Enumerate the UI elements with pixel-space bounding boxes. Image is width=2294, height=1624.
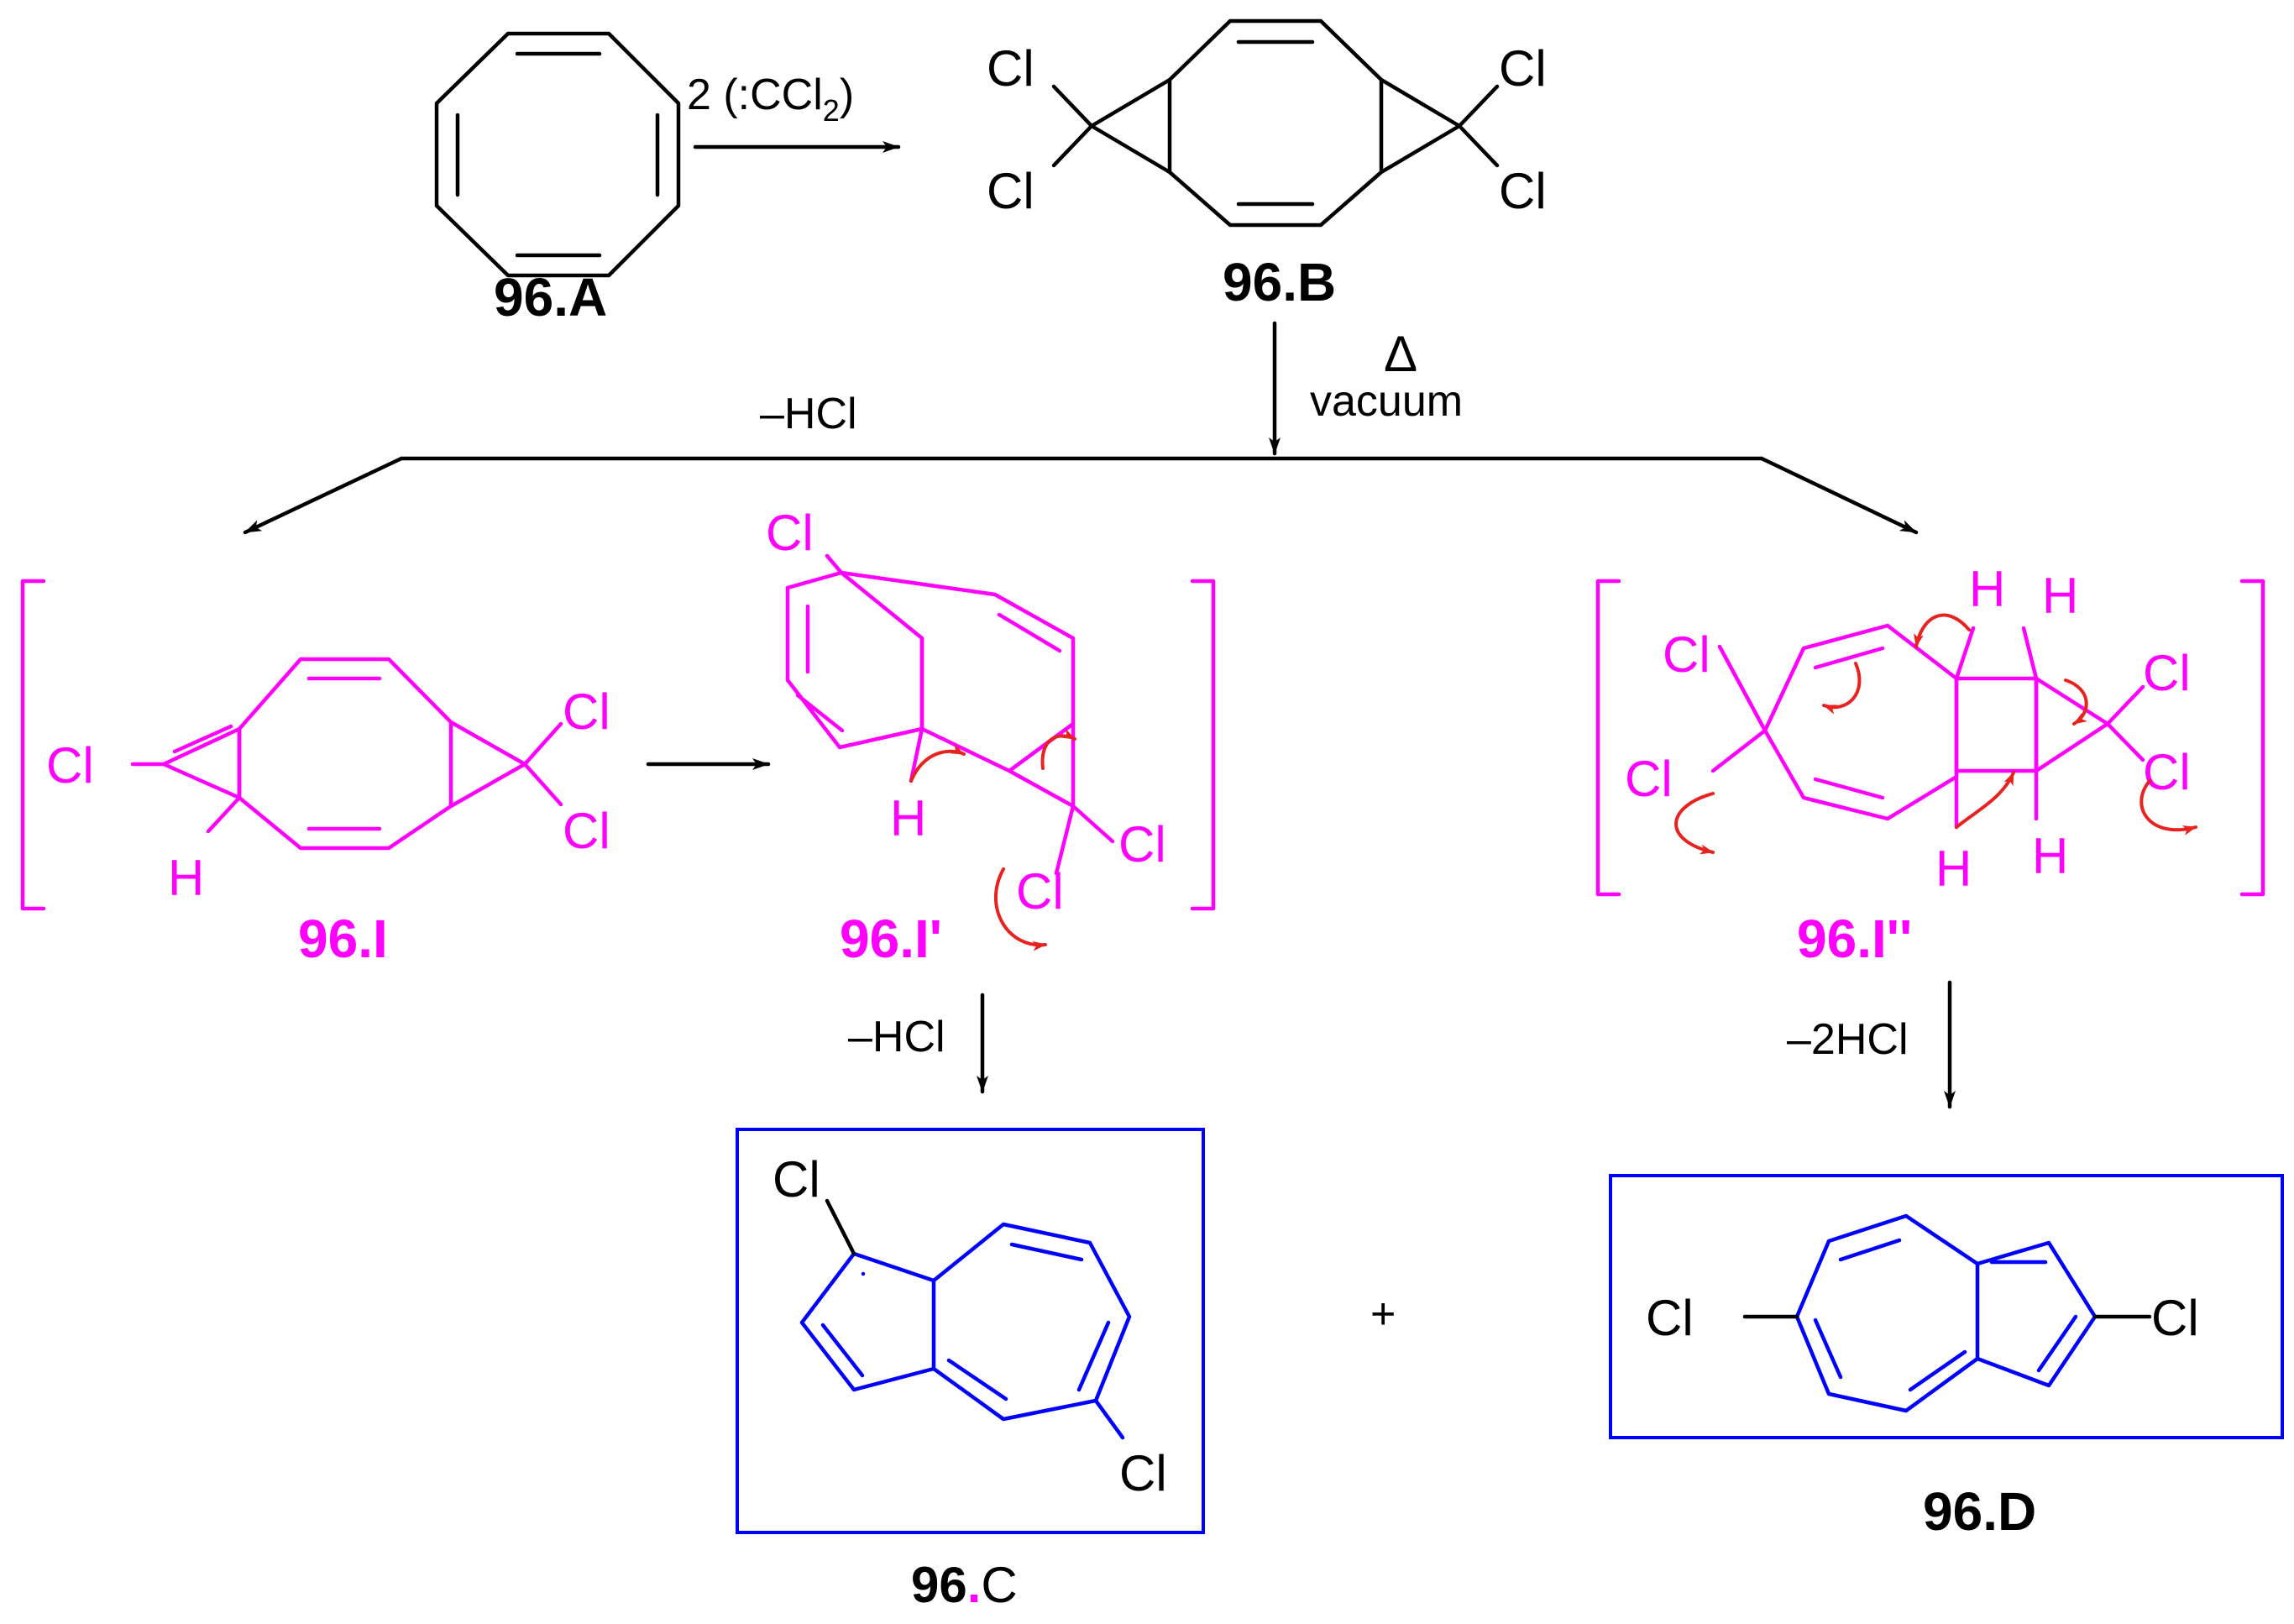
atom-cl: Cl bbox=[2151, 1290, 2199, 1346]
label-96C: 96.C bbox=[911, 1557, 1018, 1613]
atom-cl: Cl bbox=[1499, 40, 1547, 97]
atom-cl: Cl bbox=[987, 40, 1034, 97]
atom-cl: Cl bbox=[563, 803, 610, 859]
intermediate-96I-prime-structure bbox=[785, 553, 1115, 876]
condition-minus-hcl-c: –HCl bbox=[848, 1013, 945, 1061]
product-96C-box bbox=[736, 1128, 1205, 1534]
intermediate-96I-double-prime-structure bbox=[1710, 623, 2145, 830]
electron-push-arrows-96I-prime bbox=[909, 728, 1076, 951]
atom-h: H bbox=[168, 850, 204, 906]
atom-cl: Cl bbox=[2143, 645, 2191, 701]
atom-cl: Cl bbox=[1016, 863, 1064, 919]
atom-h: H bbox=[890, 790, 926, 846]
cyclooctatetraene-structure bbox=[434, 31, 681, 278]
bracket-left-close bbox=[1190, 579, 1216, 911]
bracket-right-open bbox=[1595, 579, 1621, 897]
bracket-left-open bbox=[20, 579, 46, 911]
branching-arrows bbox=[243, 456, 1919, 535]
label-96D: 96.D bbox=[1923, 1481, 2036, 1542]
atom-h: H bbox=[1935, 841, 1972, 897]
bis-adduct-structure bbox=[1051, 18, 1500, 228]
product-96D-structure bbox=[1794, 1213, 2098, 1413]
atom-cl: Cl bbox=[1499, 163, 1547, 219]
bracket-right-close bbox=[2239, 579, 2265, 897]
condition-minus-2hcl: –2HCl bbox=[1787, 1015, 1909, 1064]
atom-cl: Cl bbox=[1118, 816, 1166, 872]
bond-c-cl bbox=[825, 1198, 856, 1256]
condition-heat: Δ bbox=[1384, 326, 1417, 382]
product-96D-box bbox=[1609, 1174, 2284, 1439]
intermediate-96I-structure bbox=[130, 657, 563, 851]
atom-h: H bbox=[1969, 561, 2005, 617]
atom-h: H bbox=[2032, 828, 2068, 884]
atom-cl: Cl bbox=[2143, 744, 2191, 800]
atom-h: H bbox=[2042, 568, 2078, 624]
atom-cl: Cl bbox=[1119, 1445, 1167, 1501]
atom-cl: Cl bbox=[1646, 1290, 1694, 1346]
label-96B: 96.B bbox=[1223, 252, 1336, 312]
label-96I: 96.I bbox=[298, 909, 388, 969]
product-96C-structure bbox=[799, 1222, 1132, 1440]
atom-cl: Cl bbox=[563, 684, 610, 740]
atom-cl: Cl bbox=[46, 737, 94, 794]
label-96A: 96.A bbox=[494, 267, 607, 327]
atom-cl: Cl bbox=[766, 505, 814, 561]
condition-minus-hcl: –HCl bbox=[760, 390, 857, 438]
electron-push-arrows-96I-double-prime bbox=[1674, 613, 2197, 855]
atom-cl: Cl bbox=[987, 163, 1034, 219]
atom-cl: Cl bbox=[1663, 626, 1710, 683]
plus-sign: + bbox=[1370, 1290, 1396, 1338]
condition-vacuum: vacuum bbox=[1310, 377, 1463, 426]
atom-cl: Cl bbox=[1625, 751, 1673, 807]
atom-cl: Cl bbox=[773, 1151, 820, 1208]
label-96I-prime: 96.I' bbox=[840, 909, 942, 969]
label-96I-double-prime: 96.I'' bbox=[1797, 909, 1912, 969]
reagent-dichlorocarbene: 2 (:CCl2) bbox=[687, 71, 854, 128]
